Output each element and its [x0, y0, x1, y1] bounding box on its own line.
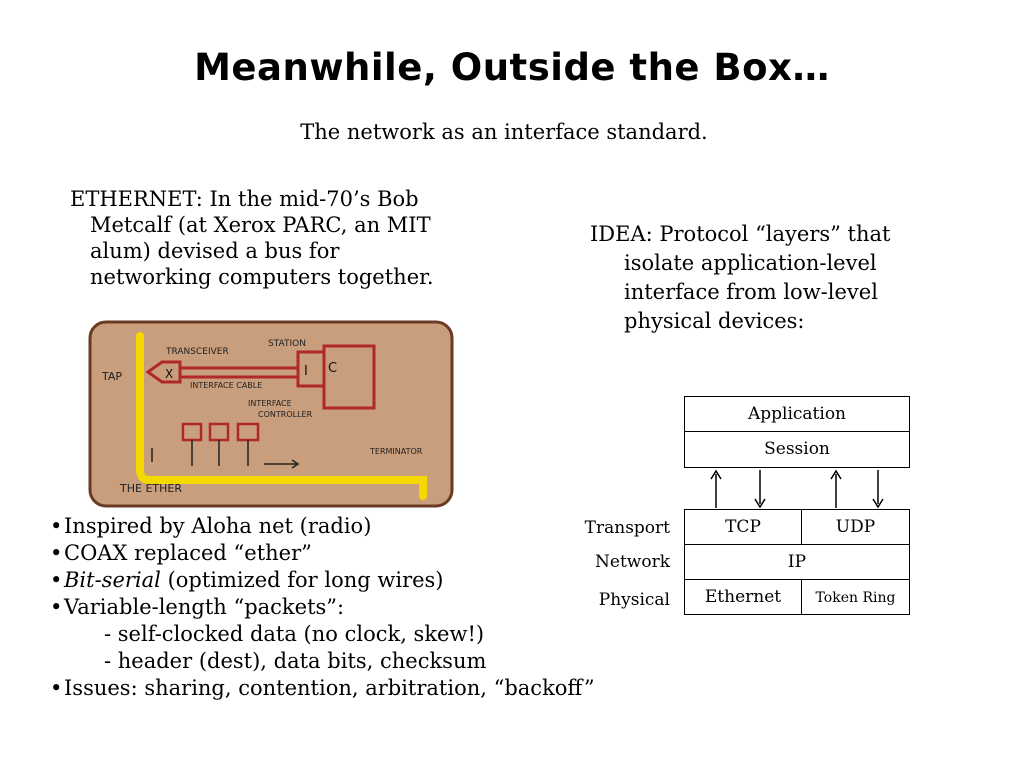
- ethernet-line-1: ETHERNET: In the mid-70’s Bob: [70, 187, 419, 211]
- idea-line-4: physical devices:: [624, 309, 805, 333]
- interface-label: INTERFACE: [248, 399, 292, 408]
- slide-title: Meanwhile, Outside the Box…: [194, 46, 830, 89]
- ethernet-line-2: Metcalf (at Xerox PARC, an MIT: [90, 213, 431, 237]
- station-label: STATION: [268, 339, 306, 349]
- ethernet-protocol: Ethernet: [684, 579, 802, 615]
- x-mark: X: [165, 367, 173, 381]
- protocol-stack: Application Session Transport TCP UDP Ne…: [560, 390, 920, 620]
- ethernet-sketch: X I C TRANSCEIVER STATION TAP INTERFACE …: [88, 320, 454, 508]
- idea-line-3: interface from low-level: [624, 280, 878, 304]
- bullet-item: •Variable-length “packets”:: [50, 595, 345, 619]
- sub-bullet-item: - header (dest), data bits, checksum: [104, 649, 487, 673]
- physical-label: Physical: [598, 590, 670, 610]
- slide-subtitle: The network as an interface standard.: [300, 120, 708, 144]
- session-layer: Session: [684, 431, 910, 468]
- ethernet-line-3: alum) devised a bus for: [90, 239, 340, 263]
- station-box: [322, 344, 376, 410]
- svg-text:I: I: [304, 364, 308, 379]
- controller-label: CONTROLLER: [258, 410, 313, 419]
- idea-line-1: IDEA: Protocol “layers” that: [590, 222, 891, 246]
- sub-bullet-item: - self-clocked data (no clock, skew!): [104, 622, 485, 646]
- bullet-item: •Inspired by Aloha net (radio): [50, 514, 372, 538]
- ethernet-paragraph: ETHERNET: In the mid-70’s Bob Metcalf (a…: [70, 186, 510, 290]
- network-label: Network: [595, 552, 670, 572]
- layer-arrows: [710, 469, 884, 509]
- svg-text:C: C: [328, 361, 337, 376]
- ether-bus: [136, 332, 427, 500]
- bullet-item: •COAX replaced “ether”: [50, 541, 312, 565]
- udp-protocol: UDP: [801, 509, 910, 545]
- bullet-item: •Issues: sharing, contention, arbitratio…: [50, 676, 595, 700]
- token-ring-protocol: Token Ring: [801, 579, 910, 615]
- transceiver-label: TRANSCEIVER: [165, 347, 229, 357]
- idea-paragraph: IDEA: Protocol “layers” that isolate app…: [590, 220, 1010, 336]
- bullet-list: •Inspired by Aloha net (radio) •COAX rep…: [50, 513, 730, 702]
- idea-line-2: isolate application-level: [624, 251, 877, 275]
- ethernet-line-4: networking computers together.: [90, 265, 434, 289]
- tcp-protocol: TCP: [684, 509, 802, 545]
- transport-label: Transport: [584, 518, 670, 538]
- terminator-label: TERMINATOR: [369, 447, 423, 456]
- ether-label: THE ETHER: [119, 482, 182, 495]
- ip-protocol: IP: [684, 544, 910, 580]
- application-layer: Application: [684, 396, 910, 432]
- bullet-item: •Bit-serial (optimized for long wires): [50, 568, 444, 592]
- interface-cable-label: INTERFACE CABLE: [190, 381, 262, 390]
- tap-label: TAP: [101, 370, 122, 383]
- transceiver-shape: [145, 360, 182, 384]
